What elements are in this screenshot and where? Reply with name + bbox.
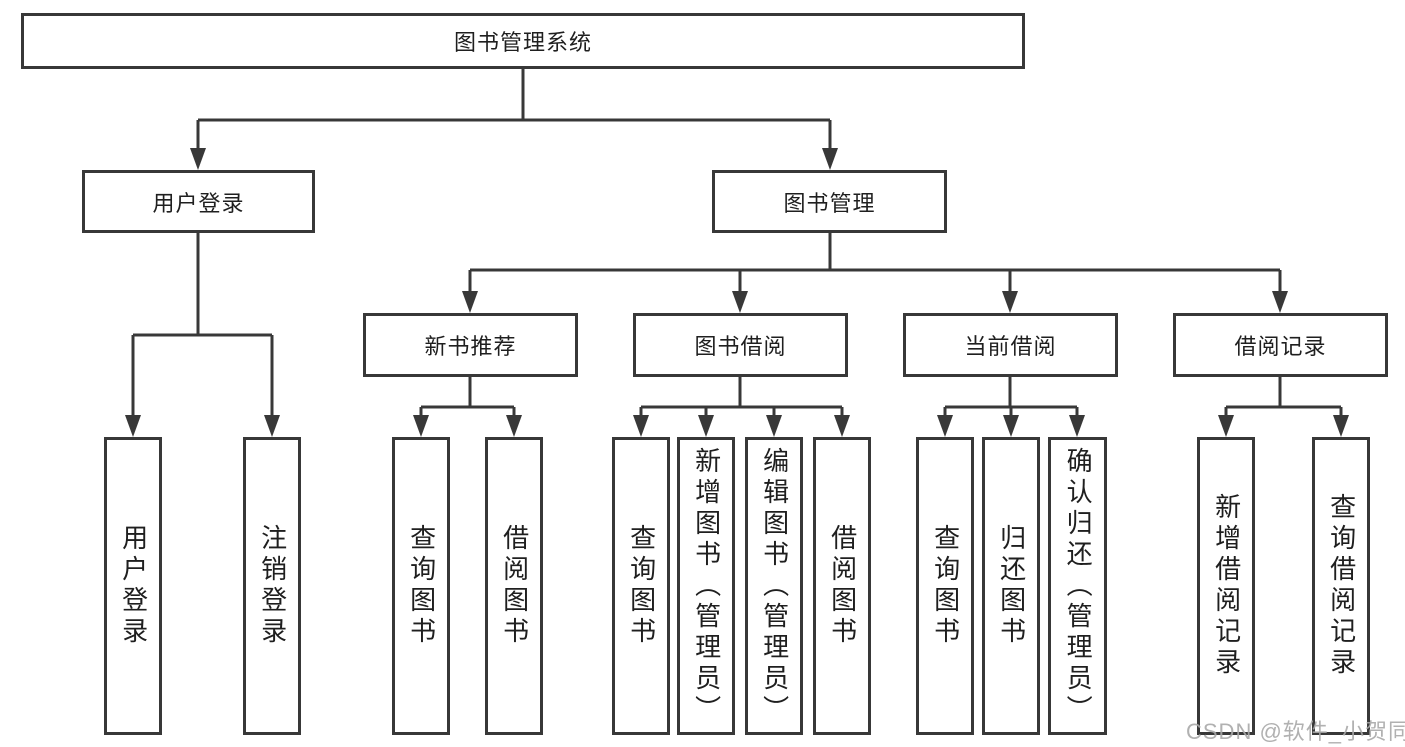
node-book-management: 图书管理 xyxy=(712,170,947,233)
arrowhead xyxy=(190,148,206,170)
arrowhead xyxy=(413,415,429,437)
leaf-label: 注销登录 xyxy=(257,524,288,648)
node-borrowing-records: 借阅记录 xyxy=(1173,313,1388,377)
arrowhead xyxy=(1003,415,1019,437)
leaf-label: 查询图书 xyxy=(626,524,657,648)
arrowhead xyxy=(1272,291,1288,313)
leaf-label: 用户登录 xyxy=(118,524,149,648)
arrowhead xyxy=(834,415,850,437)
leaf-query-books-recommend: 查询图书 xyxy=(392,437,450,735)
leaf-label: 确认归还（管理员） xyxy=(1063,446,1094,726)
arrowhead xyxy=(462,291,478,313)
leaf-label: 查询借阅记录 xyxy=(1326,493,1357,679)
arrowhead xyxy=(125,415,141,437)
arrowhead xyxy=(1218,415,1234,437)
leaf-label: 借阅图书 xyxy=(827,524,858,648)
node-new-book-recommend: 新书推荐 xyxy=(363,313,578,377)
node-label: 借阅记录 xyxy=(1234,334,1327,359)
leaf-borrow-books-borrow: 借阅图书 xyxy=(813,437,871,735)
node-label: 图书管理系统 xyxy=(453,30,592,55)
leaf-label: 新增图书（管理员） xyxy=(691,446,722,726)
leaf-edit-books-admin: 编辑图书（管理员） xyxy=(745,437,803,735)
leaf-logout: 注销登录 xyxy=(243,437,301,735)
arrowhead xyxy=(937,415,953,437)
node-label: 用户登录 xyxy=(152,190,245,216)
node-label: 新书推荐 xyxy=(424,334,517,359)
leaf-query-books-borrow: 查询图书 xyxy=(612,437,670,735)
leaf-borrow-books-recommend: 借阅图书 xyxy=(485,437,543,735)
leaf-return-books: 归还图书 xyxy=(982,437,1040,735)
arrowhead xyxy=(766,415,782,437)
arrowhead xyxy=(264,415,280,437)
arrowhead xyxy=(1333,415,1349,437)
node-label: 当前借阅 xyxy=(964,334,1057,359)
arrowhead xyxy=(1069,415,1085,437)
node-current-borrowing: 当前借阅 xyxy=(903,313,1118,377)
node-label: 图书借阅 xyxy=(694,334,787,359)
leaf-add-borrow-record: 新增借阅记录 xyxy=(1197,437,1255,735)
leaf-query-borrow-record: 查询借阅记录 xyxy=(1312,437,1370,735)
arrowhead xyxy=(1002,291,1018,313)
arrowhead xyxy=(506,415,522,437)
arrowhead xyxy=(822,148,838,170)
arrowhead xyxy=(732,291,748,313)
node-book-borrowing: 图书借阅 xyxy=(633,313,848,377)
csdn-watermark: CSDN @软件_小贺同学 xyxy=(1186,719,1405,744)
leaf-user-login: 用户登录 xyxy=(104,437,162,735)
node-root-system: 图书管理系统 xyxy=(21,13,1025,69)
leaf-label: 查询图书 xyxy=(406,524,437,648)
arrowhead xyxy=(633,415,649,437)
leaf-label: 编辑图书（管理员） xyxy=(759,446,790,726)
leaf-confirm-return-admin: 确认归还（管理员） xyxy=(1048,437,1107,735)
leaf-label: 归还图书 xyxy=(996,524,1027,648)
leaf-label: 新增借阅记录 xyxy=(1211,493,1242,679)
leaf-query-books-current: 查询图书 xyxy=(916,437,974,735)
node-user-login: 用户登录 xyxy=(82,170,315,233)
leaf-label: 查询图书 xyxy=(930,524,961,648)
leaf-label: 借阅图书 xyxy=(499,524,530,648)
arrowhead xyxy=(698,415,714,437)
leaf-add-books-admin: 新增图书（管理员） xyxy=(677,437,735,735)
node-label: 图书管理 xyxy=(783,190,876,216)
